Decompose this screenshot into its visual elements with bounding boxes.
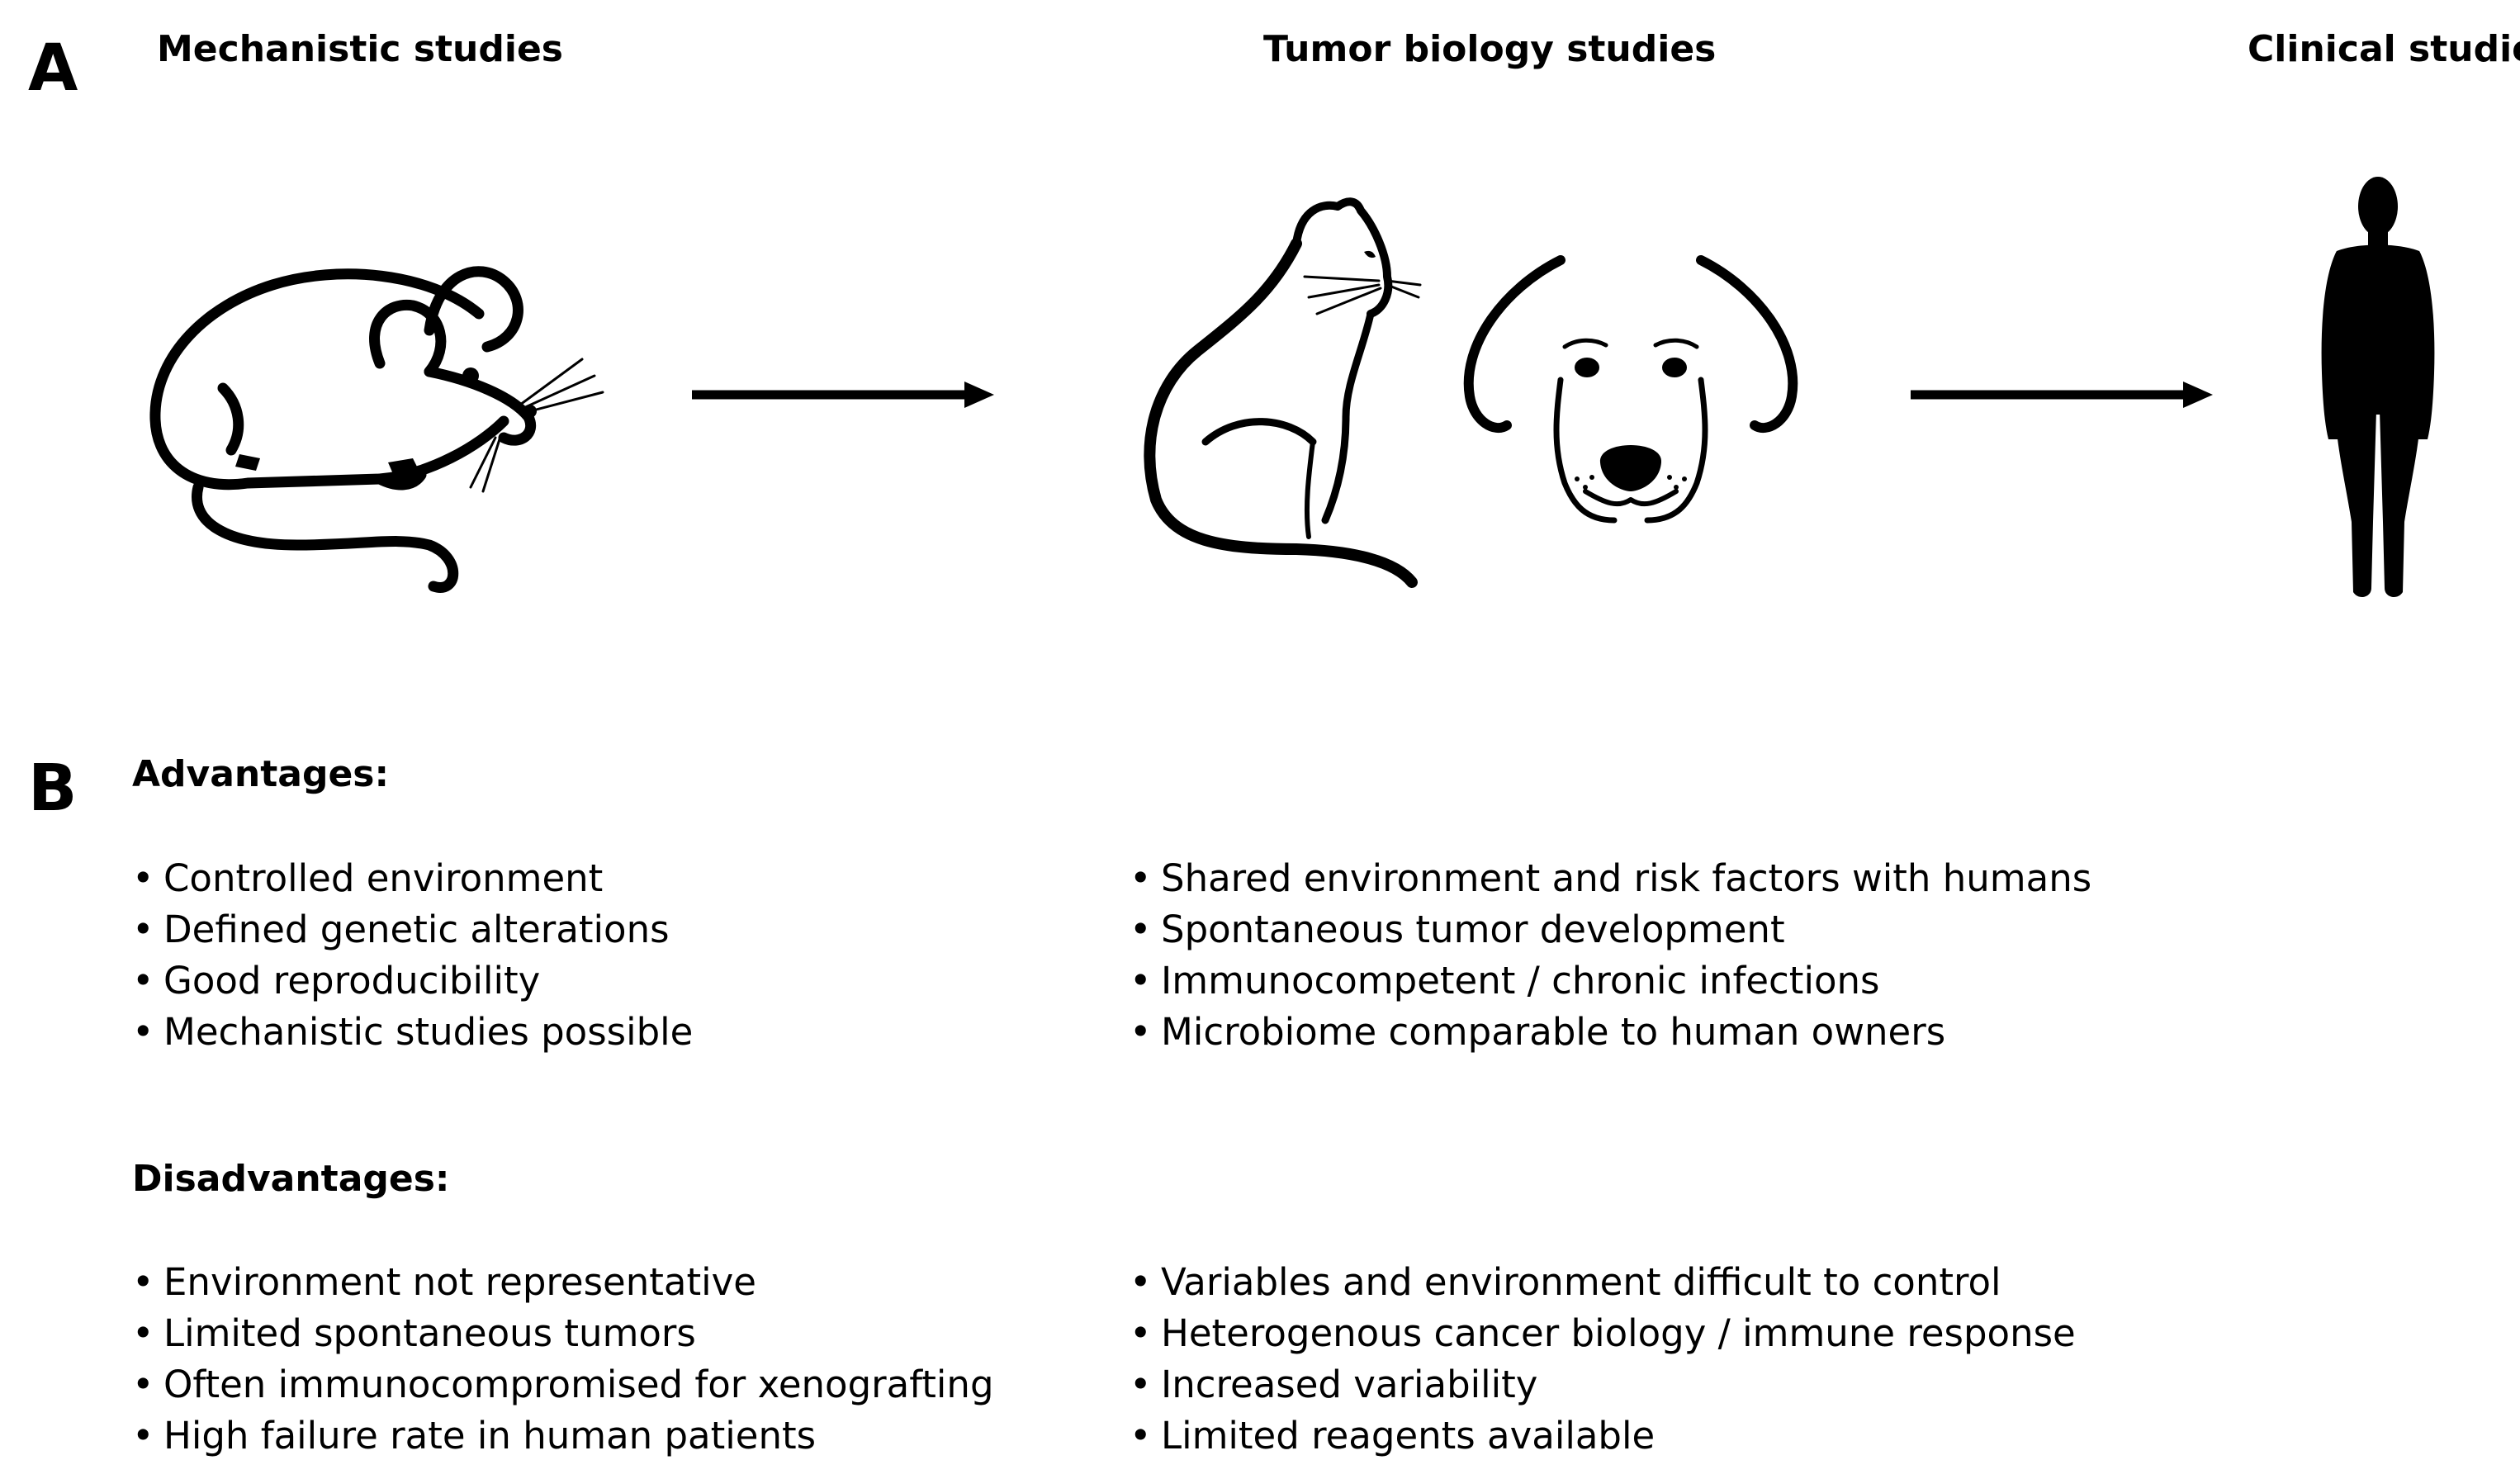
list-item: Limited reagents available xyxy=(1130,1410,2076,1462)
dog-icon xyxy=(1463,255,1798,524)
mouse-icon xyxy=(149,266,604,593)
list-item: Good reproducibility xyxy=(132,955,693,1007)
disadvantages-right-list: Variables and environment difficult to c… xyxy=(1130,1257,2076,1462)
list-item: Limited spontaneous tumors xyxy=(132,1308,994,1359)
list-item: Shared environment and risk factors with… xyxy=(1130,853,2091,904)
list-item: Controlled environment xyxy=(132,853,693,904)
disadvantages-left-list: Environment not representative Limited s… xyxy=(132,1257,994,1462)
list-item: Heterogenous cancer biology / immune res… xyxy=(1130,1308,2076,1359)
list-item: High failure rate in human patients xyxy=(132,1410,994,1462)
clinical-studies-title: Clinical studies xyxy=(2248,28,2520,70)
cat-icon xyxy=(1144,197,1422,588)
advantages-heading: Advantages: xyxy=(132,753,390,795)
mechanistic-studies-title: Mechanistic studies xyxy=(157,28,563,70)
list-item: Spontaneous tumor development xyxy=(1130,904,2091,955)
list-item: Environment not representative xyxy=(132,1257,994,1308)
disadvantages-heading: Disadvantages: xyxy=(132,1158,450,1200)
advantages-left-list: Controlled environment Defined genetic a… xyxy=(132,853,693,1058)
list-item: Immunocompetent / chronic infections xyxy=(1130,955,2091,1007)
list-item: Microbiome comparable to human owners xyxy=(1130,1007,2091,1058)
list-item: Variables and environment difficult to c… xyxy=(1130,1257,2076,1308)
human-silhouette-icon xyxy=(2321,177,2435,598)
list-item: Mechanistic studies possible xyxy=(132,1007,693,1058)
arrow-right-icon xyxy=(1911,382,2213,408)
list-item: Increased variability xyxy=(1130,1359,2076,1410)
list-item: Defined genetic alterations xyxy=(132,904,693,955)
panel-a-label: A xyxy=(28,31,78,106)
arrow-right-icon xyxy=(692,382,994,408)
panel-b-label: B xyxy=(28,751,78,826)
advantages-right-list: Shared environment and risk factors with… xyxy=(1130,853,2091,1058)
list-item: Often immunocompromised for xenografting xyxy=(132,1359,994,1410)
tumor-biology-studies-title: Tumor biology studies xyxy=(1263,28,1717,70)
